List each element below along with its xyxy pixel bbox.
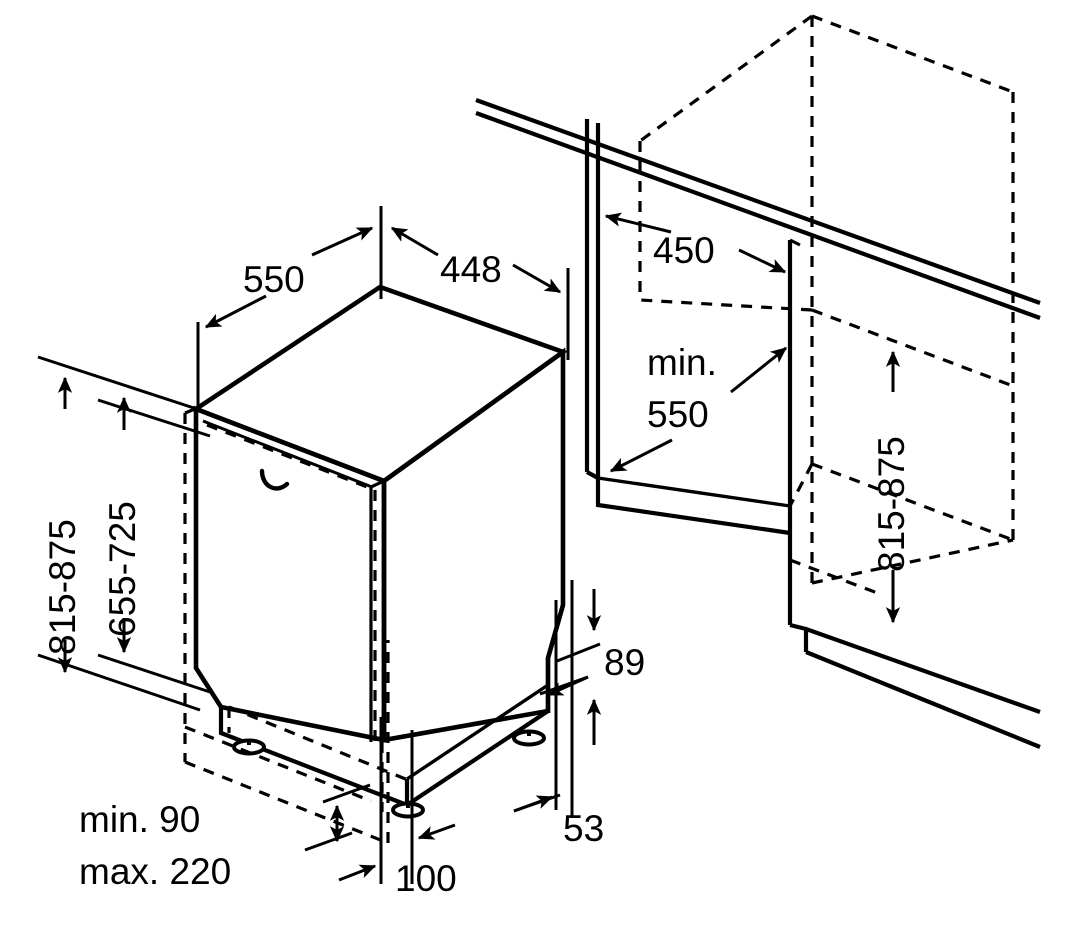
label-655-725-door: 655-725 [102,501,143,637]
label-550-cabinet-depth: 550 [647,394,709,435]
arrow-min550-lower [609,438,673,473]
arrow-min550-upper [730,346,788,394]
adjustable-foot [512,729,546,747]
door-handle-notch [259,468,290,491]
worktop-bottom-edge [475,111,1041,320]
appliance-side-face [381,347,566,743]
plinth-side-top [406,683,549,781]
label-815-875-left: 815-875 [42,519,83,655]
tick-89-lower [556,642,601,663]
label-450-niche-width: 450 [653,230,715,271]
ext-655-725-bottom [97,653,211,694]
label-815-875-right: 815-875 [871,436,912,572]
label-max-220: max. 220 [79,851,231,892]
arrow-550-left [204,294,267,329]
cabinet-panel-bottom [585,470,600,480]
niche-right-bottom-left [788,463,814,507]
niche-hidden-bottom [184,760,389,845]
label-min-prefix: min. [647,342,717,383]
base-hidden-line-1 [184,725,372,803]
tick-min90-bottom [304,831,353,852]
label-min-90: min. 90 [79,799,200,840]
dimension-labels: 550 448 450 min. 550 815-875 655-725 815… [42,230,912,899]
ext-655-725-top [97,398,211,438]
dimension-lines [37,206,901,884]
arrow-550-right [311,226,374,257]
niche-right-bottom-back [811,462,1014,542]
appliance-top-face [191,284,568,484]
niche-hidden-top [184,407,196,415]
plinth-front [218,707,410,809]
label-550-depth: 550 [243,259,305,300]
adjustable-foot [391,801,425,819]
appliance-door-face [193,405,387,743]
arrow-450-left [604,212,672,234]
tick-min90-top [322,783,371,804]
floor-line-upper [789,622,1041,714]
niche-right-floor-diag [811,538,1014,585]
floor-line-lower [805,650,1041,749]
arrow-100-left [417,823,456,840]
niche-right-top-back [811,14,1014,94]
label-100-foot-offset: 100 [395,858,457,899]
plinth-side-bottom [405,709,550,807]
arrow-450-right [738,248,787,274]
arrow-53-down [546,675,589,697]
niche-right-mid-back [811,308,1014,388]
door-top-bevel [202,419,373,489]
arrow-448-left [390,226,439,257]
label-89-plinth: 89 [604,642,645,683]
cabinet-bottom-plate-top [597,476,791,508]
label-53-recess: 53 [563,808,604,849]
niche-right-mid-left [639,298,813,312]
ext-815-875-top [37,355,201,412]
cabinet-bottom-plate [595,478,791,536]
door-hidden-top [206,423,376,492]
door-top-bevel-right [370,479,385,489]
arrow-53-up [513,795,554,813]
label-448-width: 448 [440,249,502,290]
arrow-448-right [512,263,562,294]
arrow-100-right [338,864,377,882]
base-hidden-line-2 [228,705,409,782]
worktop-top-edge [475,98,1041,305]
cabinet-right-panel-top [789,238,801,247]
niche-right-floor-short [789,558,881,596]
niche-right-top-left [639,14,813,143]
appliance-outline [191,98,1041,819]
